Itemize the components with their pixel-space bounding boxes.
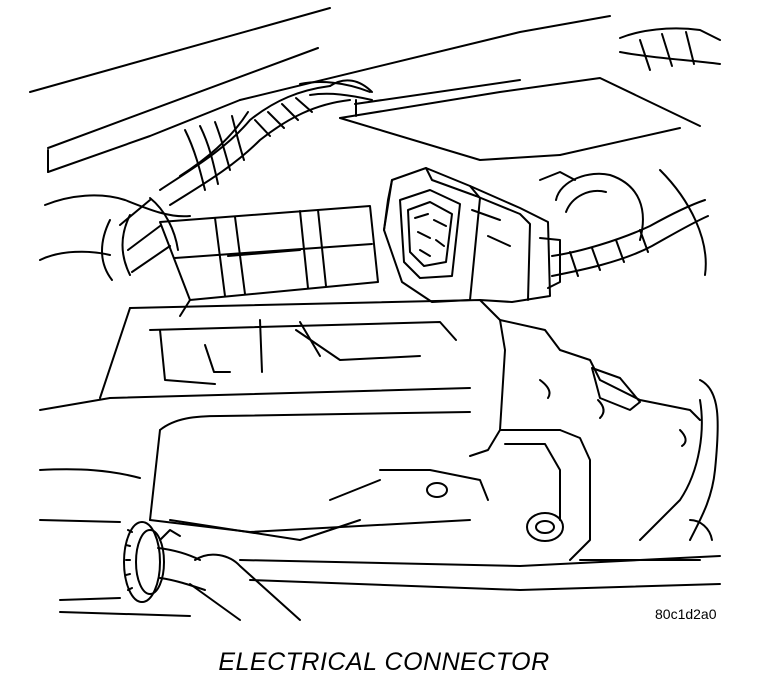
dash-trim bbox=[30, 8, 700, 172]
housing bbox=[40, 300, 505, 540]
electrical-connector bbox=[384, 168, 560, 302]
mounting-bracket bbox=[500, 320, 718, 560]
figure-id-label: 80c1d2a0 bbox=[655, 606, 717, 622]
line-drawing bbox=[0, 0, 768, 640]
wire-harness bbox=[160, 80, 372, 205]
floor-lines bbox=[60, 556, 720, 616]
grommet bbox=[124, 522, 300, 620]
figure-caption: ELECTRICAL CONNECTOR bbox=[218, 648, 550, 676]
right-harness bbox=[540, 28, 720, 276]
left-connector-block bbox=[160, 206, 378, 316]
fastener-holes bbox=[300, 470, 563, 541]
harness-tape bbox=[40, 195, 190, 280]
